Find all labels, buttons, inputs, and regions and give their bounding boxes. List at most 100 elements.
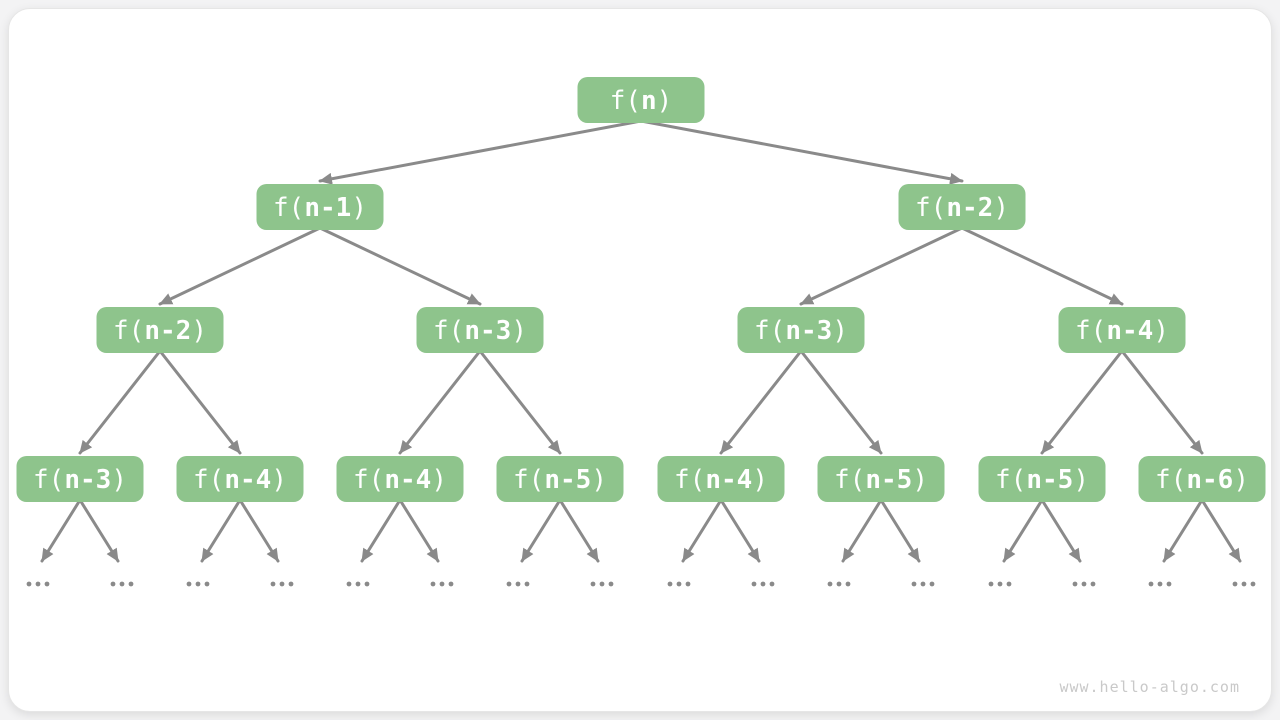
node-box — [1138, 456, 1266, 502]
node-label: f(n-5) — [995, 465, 1089, 495]
ellipsis-dot — [1166, 581, 1172, 587]
ellipsis: ... — [667, 581, 691, 587]
node-box — [16, 456, 144, 502]
node-label: f(n-2) — [915, 193, 1009, 223]
ellipsis: ... — [270, 581, 294, 587]
ellipsis-dot — [751, 581, 757, 587]
ellipsis-dot — [1006, 581, 1012, 587]
leaf-edge-arrow — [78, 498, 120, 563]
ellipsis-dot — [44, 581, 50, 587]
ellipsis: ... — [430, 581, 454, 587]
ellipsis: ... — [1232, 581, 1256, 587]
tree-node: f(n) — [577, 77, 705, 123]
tree-node: f(n-5) — [496, 456, 624, 502]
tree-node: f(n-3) — [416, 307, 544, 353]
node-label: f(n) — [610, 86, 673, 116]
ellipsis-dot — [1232, 581, 1238, 587]
ellipsis-dot — [1241, 581, 1247, 587]
ellipsis-dot — [676, 581, 682, 587]
leaf-edge-arrow — [360, 498, 402, 563]
ellipsis-dot — [827, 581, 833, 587]
ellipsis: ... — [590, 581, 614, 587]
ellipsis: ... — [988, 581, 1012, 587]
ellipsis-dot — [1148, 581, 1154, 587]
node-label: f(n-3) — [754, 316, 848, 346]
tree-node: f(n-5) — [978, 456, 1106, 502]
node-box — [256, 184, 384, 230]
ellipsis-dot — [599, 581, 605, 587]
node-box — [817, 456, 945, 502]
ellipsis-dot — [186, 581, 192, 587]
node-box — [577, 77, 705, 123]
node-label: f(n-5) — [513, 465, 607, 495]
leaf-edge-arrow — [841, 498, 883, 563]
node-box — [336, 456, 464, 502]
tree-node: f(n-4) — [657, 456, 785, 502]
ellipsis-layer: ........................................… — [26, 581, 1256, 587]
ellipsis-dot — [355, 581, 361, 587]
edge-arrow — [318, 226, 482, 306]
leaf-edge-arrow — [238, 498, 280, 563]
leaf-edge-arrow — [719, 498, 761, 563]
ellipsis-dot — [997, 581, 1003, 587]
tree-node: f(n-1) — [256, 184, 384, 230]
ellipsis-dot — [590, 581, 596, 587]
leaf-edge-arrow — [520, 498, 562, 563]
leaf-edge-arrow — [1040, 498, 1082, 563]
ellipsis-dot — [836, 581, 842, 587]
edge-arrow — [158, 349, 242, 455]
tree-node: f(n-2) — [898, 184, 1026, 230]
diagram-card — [8, 8, 1272, 712]
node-label: f(n-3) — [433, 316, 527, 346]
ellipsis-dot — [448, 581, 454, 587]
leaf-edge-arrow — [1200, 498, 1242, 563]
nodes-layer: f(n) f(n-1) f(n-2) f(n-2) f(n-3) f(n-3) f(n-4)… — [16, 77, 1266, 502]
node-label: f(n-4) — [193, 465, 287, 495]
ellipsis-dot — [988, 581, 994, 587]
leaf-edge-arrow — [40, 498, 82, 563]
tree-node: f(n-4) — [1058, 307, 1186, 353]
ellipsis-dot — [1157, 581, 1163, 587]
node-box — [496, 456, 624, 502]
leaf-edge-arrow — [558, 498, 600, 563]
tree-node: f(n-3) — [737, 307, 865, 353]
edge-arrow — [158, 226, 322, 306]
leaf-edge-arrow — [1162, 498, 1204, 563]
ellipsis-dot — [288, 581, 294, 587]
ellipsis-dot — [608, 581, 614, 587]
leaf-edge-arrow — [879, 498, 921, 563]
tree-node: f(n-2) — [96, 307, 224, 353]
edge-arrow — [1040, 349, 1124, 455]
node-box — [176, 456, 304, 502]
node-label: f(n-4) — [674, 465, 768, 495]
ellipsis: ... — [506, 581, 530, 587]
edge-arrow — [398, 349, 482, 455]
ellipsis-dot — [279, 581, 285, 587]
leaf-edge-arrow — [1002, 498, 1044, 563]
ellipsis-dot — [920, 581, 926, 587]
tree-node: f(n-6) — [1138, 456, 1266, 502]
node-box — [416, 307, 544, 353]
ellipsis-dot — [515, 581, 521, 587]
edge-arrow — [78, 349, 162, 455]
ellipsis-dot — [439, 581, 445, 587]
ellipsis: ... — [1148, 581, 1172, 587]
watermark: www.hello-algo.com — [1059, 678, 1240, 696]
node-box — [657, 456, 785, 502]
edge-arrow — [478, 349, 562, 455]
ellipsis-dot — [128, 581, 134, 587]
ellipsis-dot — [1072, 581, 1078, 587]
ellipsis-dot — [929, 581, 935, 587]
ellipsis-dot — [524, 581, 530, 587]
node-label: f(n-6) — [1155, 465, 1249, 495]
ellipsis: ... — [751, 581, 775, 587]
ellipsis-dot — [119, 581, 125, 587]
edge-arrow — [318, 119, 643, 185]
ellipsis: ... — [1072, 581, 1096, 587]
edge-arrow — [719, 349, 803, 455]
node-label: f(n-3) — [33, 465, 127, 495]
ellipsis: ... — [110, 581, 134, 587]
tree-node: f(n-5) — [817, 456, 945, 502]
edge-arrow — [1120, 349, 1204, 455]
